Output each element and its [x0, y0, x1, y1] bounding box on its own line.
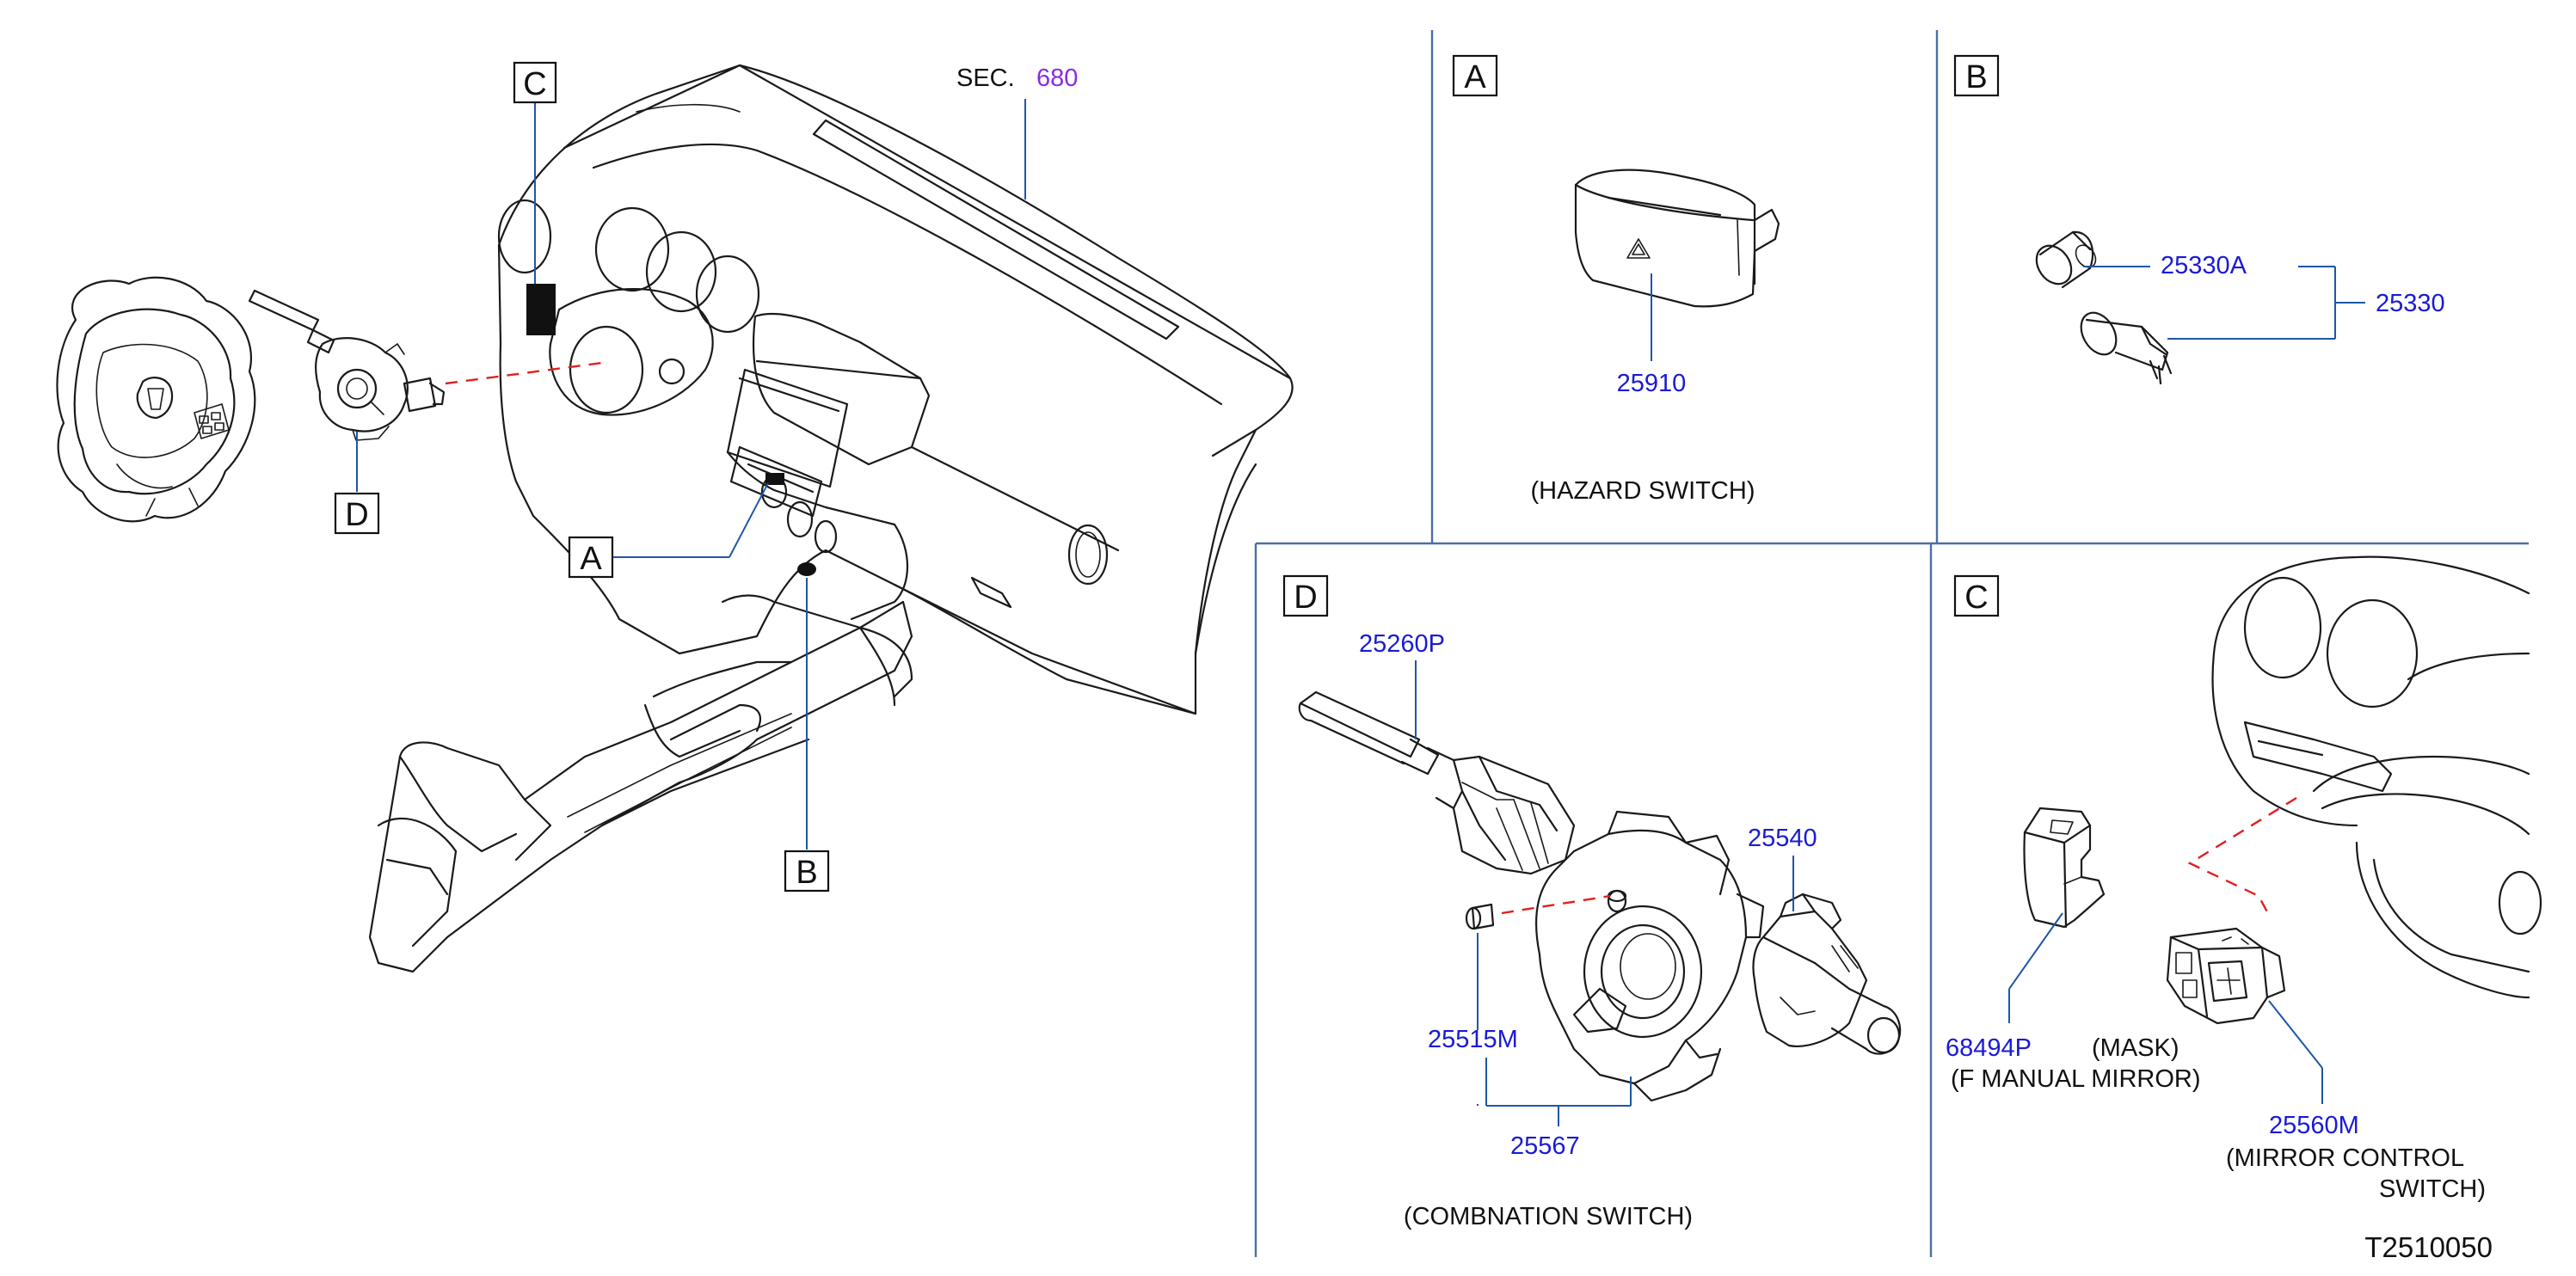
panel-d-part-assy: 25567 — [1510, 1132, 1580, 1160]
mirror-switch-illustration — [2166, 927, 2286, 1025]
callout-b-main: B — [784, 850, 830, 893]
mask-illustration — [2023, 807, 2106, 929]
socket-cap-illustration — [2035, 230, 2097, 289]
guide-dashed-line-main — [445, 361, 603, 385]
callout-c-main-label: C — [523, 66, 546, 102]
instrument-panel-illustration — [497, 64, 1294, 715]
panel-c: C — [1946, 555, 2542, 1203]
panel-a-letter: A — [1464, 59, 1486, 95]
panel-b: B 25330A 25330 — [1953, 54, 2445, 385]
small-bush-illustration — [1465, 903, 1495, 930]
panel-c-part-switch: 25560M — [2269, 1112, 2359, 1139]
lever-switch-illustration — [1298, 690, 1576, 875]
hazard-switch-illustration — [1574, 169, 1780, 308]
guide-dashed-line-panel-c — [2187, 796, 2297, 919]
callout-a-main-label: A — [580, 541, 602, 577]
callout-b-main-label: B — [796, 855, 817, 891]
panel-dividers — [1254, 30, 2529, 1257]
section-ref-number: 680 — [1036, 64, 1078, 92]
socket-body-illustration — [2080, 311, 2173, 385]
panel-d-part-small: 25515M — [1428, 1026, 1518, 1053]
guide-dashed-line-panel-d — [1501, 894, 1611, 915]
callout-d-main-label: D — [345, 497, 368, 533]
panel-d-part-right: 25540 — [1748, 825, 1817, 852]
panel-c-part-mask: 68494P — [1946, 1034, 2032, 1062]
panel-d-part-lever: 25260P — [1359, 630, 1445, 658]
panel-a-part-number: 25910 — [1617, 370, 1687, 397]
center-console-illustration — [368, 594, 913, 973]
panel-b-part-main: 25330 — [2376, 290, 2445, 317]
panel-a-caption: (HAZARD SWITCH) — [1531, 477, 1755, 505]
clock-spring-illustration — [1534, 810, 1765, 1102]
panel-c-mask-label: (MASK) — [2092, 1034, 2179, 1062]
main-leader-lines — [356, 99, 1026, 850]
panel-d-letter: D — [1294, 580, 1317, 616]
figure-id: T2510050 — [2364, 1231, 2493, 1263]
panel-c-mask-desc: (F MANUAL MIRROR) — [1951, 1065, 2201, 1093]
steering-wheel-illustration — [56, 276, 256, 523]
panel-c-switch-desc-1: (MIRROR CONTROL — [2226, 1144, 2464, 1172]
dash-closeup-illustration — [2211, 555, 2542, 999]
panel-b-letter: B — [1965, 59, 1987, 95]
callout-a-main: A — [568, 536, 614, 579]
panel-d: D — [1282, 574, 1902, 1230]
section-ref-prefix: SEC. — [956, 64, 1015, 92]
right-lever-switch-illustration — [1752, 893, 1902, 1055]
panel-a: A 25910 (HAZARD SWITCH) — [1452, 54, 1780, 505]
callout-d-main: D — [334, 492, 380, 535]
panel-b-part-sub: 25330A — [2161, 252, 2247, 279]
callout-c-main: C — [513, 61, 557, 104]
combination-switch-small-illustration — [248, 289, 446, 441]
panel-c-switch-desc-2: SWITCH) — [2379, 1175, 2486, 1203]
panel-d-caption: (COMBNATION SWITCH) — [1404, 1203, 1693, 1230]
panel-c-letter: C — [1964, 580, 1988, 616]
